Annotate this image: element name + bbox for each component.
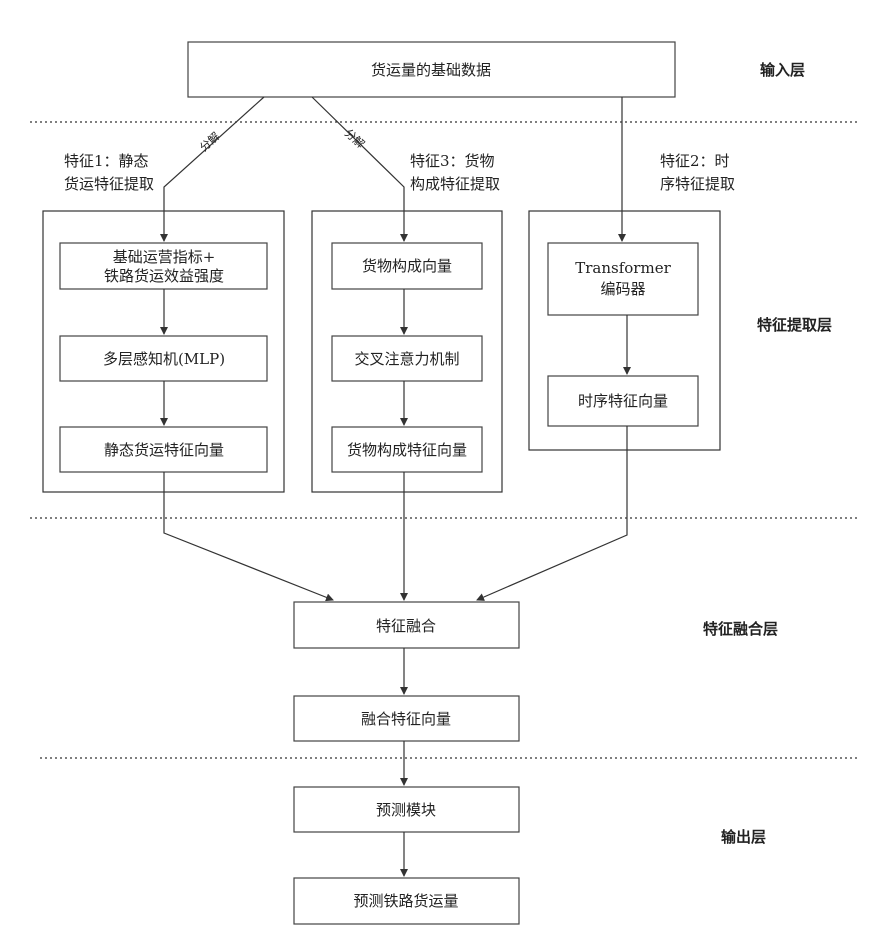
mlp-label: 多层感知机(MLP) <box>103 350 225 368</box>
cargo-vector-label: 货物构成向量 <box>362 257 452 275</box>
temporal-vector-label: 时序特征向量 <box>578 392 668 410</box>
transformer-label-line1: Transformer <box>575 259 671 277</box>
transformer-node <box>548 243 698 315</box>
edge-input-to-cargo <box>312 97 404 241</box>
predicted-volume-label: 预测铁路货运量 <box>353 892 458 910</box>
cross-attention-label: 交叉注意力机制 <box>354 350 459 368</box>
edge-input-to-static <box>164 97 264 241</box>
base-ops-label-line2: 铁路货运效益强度 <box>104 267 224 285</box>
fused-vector-label: 融合特征向量 <box>361 710 451 728</box>
feature-fusion-label: 特征融合 <box>376 617 436 635</box>
layer-label-feature-fusion: 特征融合层 <box>703 620 778 638</box>
feature3-label-line1: 特征3：货物 <box>410 152 495 170</box>
feature1-label-line2: 货运特征提取 <box>64 175 154 193</box>
layer-label-input: 输入层 <box>760 61 805 79</box>
feature2-label-line1: 特征2：时 <box>660 152 730 170</box>
transformer-label-line2: 编码器 <box>600 280 645 298</box>
base-ops-label-line1: 基础运营指标+ <box>113 248 216 266</box>
layer-label-feature-extraction: 特征提取层 <box>757 316 832 334</box>
base-data-label: 货运量的基础数据 <box>371 61 491 79</box>
prediction-module-label: 预测模块 <box>376 801 436 819</box>
feature3-label-line2: 构成特征提取 <box>410 175 500 193</box>
feature2-label-line2: 序特征提取 <box>660 175 735 193</box>
cargo-feature-vector-label: 货物构成特征向量 <box>347 441 467 459</box>
edge-temporal-to-fusion <box>477 426 627 600</box>
static-vector-label: 静态货运特征向量 <box>104 441 224 459</box>
edge-static-to-fusion <box>164 472 333 600</box>
edge-label-left: 分解 <box>197 129 223 154</box>
layer-label-output: 输出层 <box>721 828 766 846</box>
feature1-label-line1: 特征1：静态 <box>64 152 149 170</box>
